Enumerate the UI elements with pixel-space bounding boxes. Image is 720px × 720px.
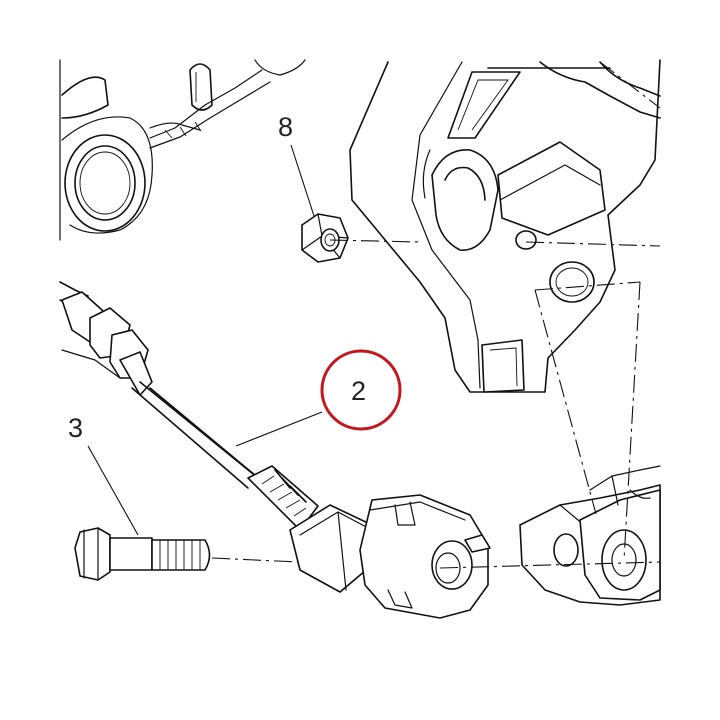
engine-casing-background xyxy=(59,59,306,241)
callout-label-2: 2 xyxy=(351,376,366,406)
highlight-ring-2 xyxy=(320,349,402,431)
leader-line-8 xyxy=(290,144,315,217)
callout-label-3: 3 xyxy=(68,413,83,443)
screw xyxy=(74,527,211,581)
mounting-bracket xyxy=(349,59,661,393)
speed-sensor-cable xyxy=(59,281,491,619)
callout-label-8: 8 xyxy=(278,112,293,142)
leader-line-2 xyxy=(235,411,323,447)
axis-lines xyxy=(211,61,661,569)
hex-nut xyxy=(301,213,349,263)
sensor-mount-bracket xyxy=(519,465,661,606)
leader-line-3 xyxy=(87,445,139,536)
